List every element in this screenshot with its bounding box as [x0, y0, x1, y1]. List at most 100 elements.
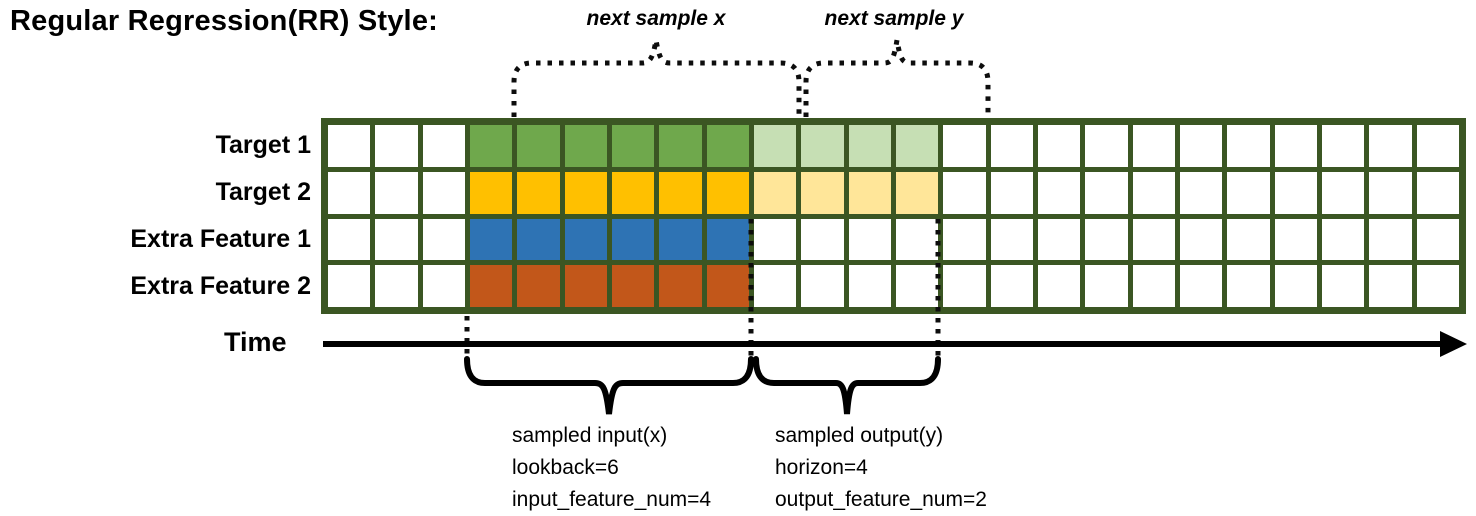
grid-cell	[422, 125, 465, 167]
grid-cell	[1085, 125, 1128, 167]
grid-cell	[1369, 125, 1412, 167]
grid-cell	[1416, 218, 1459, 261]
grid-cell	[706, 171, 749, 214]
grid-cell	[328, 218, 371, 261]
grid-cell	[1227, 125, 1270, 167]
grid-cell	[564, 218, 607, 261]
grid-cell	[469, 171, 513, 214]
grid-cell	[469, 265, 513, 307]
grid-cell	[1416, 265, 1459, 307]
grid-cell	[659, 218, 702, 261]
sampled-output-annotation: sampled output(y) horizon=4 output_featu…	[775, 420, 987, 516]
grid-cell	[801, 125, 844, 167]
grid-cell	[611, 171, 655, 214]
grid-cell	[611, 218, 655, 261]
grid-cell	[848, 171, 891, 214]
grid-cell	[1416, 125, 1459, 167]
grid-cell	[801, 171, 844, 214]
grid-cell	[517, 265, 560, 307]
next-sample-y-brace	[803, 39, 991, 117]
grid-cell	[517, 218, 560, 261]
grid-cell	[943, 171, 986, 214]
grid-cell	[1085, 265, 1128, 307]
grid-cell	[801, 265, 844, 307]
grid-cell	[753, 265, 797, 307]
grid-cell	[1037, 265, 1081, 307]
grid-cell	[990, 265, 1033, 307]
grid-cell	[1132, 171, 1175, 214]
grid-cell	[895, 125, 939, 167]
grid-cell	[990, 125, 1033, 167]
grid-cell	[990, 218, 1033, 261]
output-feature-num-value: output_feature_num=2	[775, 488, 987, 511]
grid-cell	[1369, 218, 1412, 261]
grid-cell	[422, 265, 465, 307]
grid-cell	[1369, 265, 1412, 307]
grid-cell	[517, 125, 560, 167]
grid-cell	[753, 125, 797, 167]
grid-cell	[1085, 171, 1128, 214]
grid-cell	[1179, 125, 1223, 167]
grid-cell	[1037, 171, 1081, 214]
grid-cell	[1179, 171, 1223, 214]
grid-cell	[375, 171, 418, 214]
grid-cell	[848, 125, 891, 167]
grid-cell	[1132, 218, 1175, 261]
grid-cell	[706, 265, 749, 307]
grid-cell	[895, 218, 939, 261]
grid-cell	[1321, 265, 1365, 307]
grid-cell	[1227, 265, 1270, 307]
grid-cell	[848, 218, 891, 261]
grid-cell	[1037, 218, 1081, 261]
grid-cell	[564, 171, 607, 214]
grid-cell	[328, 125, 371, 167]
grid-cell	[422, 218, 465, 261]
row-label-target-1: Target 1	[215, 131, 311, 160]
row-label-column: Target 1 Target 2 Extra Feature 1 Extra …	[0, 118, 311, 314]
grid-cell	[943, 218, 986, 261]
grid-cell	[1416, 171, 1459, 214]
time-axis-arrowhead	[1440, 331, 1467, 357]
grid-cell	[943, 265, 986, 307]
sampled-input-annotation: sampled input(x) lookback=6 input_featur…	[512, 420, 711, 516]
grid-cell	[943, 125, 986, 167]
row-label-extra-feature-1: Extra Feature 1	[130, 224, 311, 253]
time-label: Time	[224, 327, 287, 357]
sampled-output-title: sampled output(y)	[775, 424, 944, 447]
grid-cell	[611, 265, 655, 307]
grid-cell	[1321, 125, 1365, 167]
sampled-input-brace	[464, 356, 754, 415]
grid-cell	[375, 125, 418, 167]
grid-cell	[422, 171, 465, 214]
grid-cell	[1037, 125, 1081, 167]
grid-cell	[1274, 218, 1317, 261]
sampled-output-brace	[753, 356, 941, 415]
grid-cell	[1321, 171, 1365, 214]
grid-cell	[1179, 265, 1223, 307]
grid-cell	[469, 218, 513, 261]
grid-cell	[328, 171, 371, 214]
lookback-value: lookback=6	[512, 456, 619, 479]
grid-cell	[1132, 125, 1175, 167]
input-feature-num-value: input_feature_num=4	[512, 488, 712, 511]
grid-cell	[1227, 171, 1270, 214]
horizon-value: horizon=4	[775, 456, 868, 479]
grid-cell	[1085, 218, 1128, 261]
grid-cell	[469, 125, 513, 167]
grid-cell	[1132, 265, 1175, 307]
sampled-input-title: sampled input(x)	[512, 424, 668, 447]
grid-cell	[1321, 218, 1365, 261]
grid-cell	[517, 171, 560, 214]
grid-cell	[1274, 265, 1317, 307]
grid-cell	[848, 265, 891, 307]
diagram-title: Regular Regression(RR) Style:	[10, 5, 438, 37]
grid-cell	[706, 218, 749, 261]
next-sample-x-label: next sample x	[586, 7, 726, 30]
grid-cell	[564, 265, 607, 307]
next-sample-x-brace	[511, 39, 802, 117]
grid-cell	[1369, 171, 1412, 214]
grid-cell	[1274, 125, 1317, 167]
grid-cell	[328, 265, 371, 307]
grid-cell	[611, 125, 655, 167]
row-label-target-2: Target 2	[215, 178, 311, 207]
